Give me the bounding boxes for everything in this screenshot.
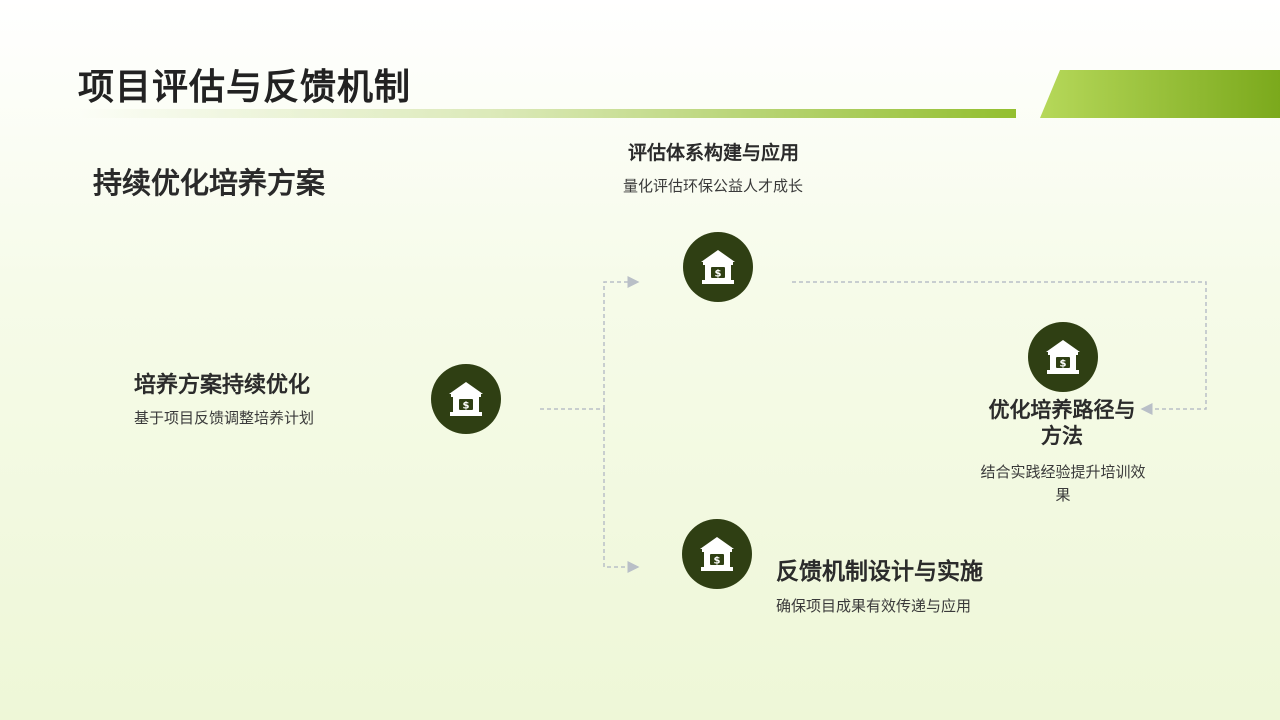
bottom-node-title: 反馈机制设计与实施 — [776, 559, 983, 585]
bank-dollar-icon — [683, 232, 753, 302]
right-node-title-line1: 优化培养路径与 — [988, 398, 1136, 422]
connector-branch-to-bottom — [603, 409, 640, 573]
bank-dollar-icon — [1028, 322, 1098, 392]
bank-dollar-icon — [431, 364, 501, 434]
left-node-title: 培养方案持续优化 — [134, 373, 311, 398]
right-node-desc-line1: 结合实践经验提升培训效 — [980, 463, 1146, 481]
connector-branch-to-top — [603, 276, 640, 409]
top-node-desc: 量化评估环保公益人才成长 — [623, 177, 804, 195]
connector-top-to-right — [792, 281, 1207, 415]
right-node-title: 优化培养路径与 方法 — [972, 397, 1152, 449]
left-node-desc: 基于项目反馈调整培养计划 — [134, 409, 315, 427]
right-node-desc: 结合实践经验提升培训效 果 — [972, 461, 1154, 507]
bottom-node-desc: 确保项目成果有效传递与应用 — [776, 597, 972, 615]
top-node-title: 评估体系构建与应用 — [628, 142, 800, 164]
right-node-desc-line2: 果 — [1055, 486, 1071, 504]
page-title: 项目评估与反馈机制 — [78, 67, 412, 108]
right-node-title-line2: 方法 — [1041, 424, 1083, 448]
bank-dollar-icon — [682, 519, 752, 589]
section-subtitle: 持续优化培养方案 — [93, 166, 326, 200]
title-accent-bar — [1040, 70, 1280, 118]
title-underline-decoration — [78, 109, 1016, 118]
